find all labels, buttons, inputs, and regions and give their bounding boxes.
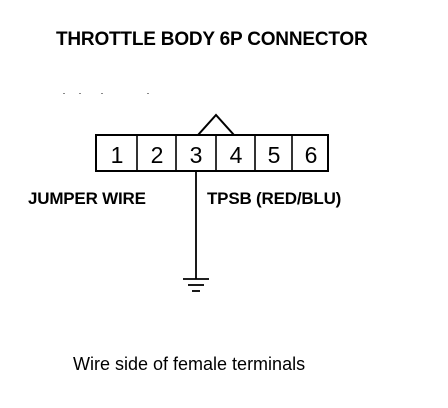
pin-4-number: 4 <box>230 142 243 168</box>
pin-2-number: 2 <box>151 142 164 168</box>
diagram-caption: Wire side of female terminals <box>73 354 306 374</box>
scan-specks <box>63 93 149 94</box>
pin-3-number: 3 <box>190 142 203 168</box>
connector-lock-tab <box>197 113 235 136</box>
jumper-wire-label: JUMPER WIRE <box>28 189 146 208</box>
ground-icon <box>183 278 209 292</box>
tpsb-wire-label: TPSB (RED/BLU) <box>207 189 342 208</box>
pin-dividers <box>136 135 293 171</box>
pin-5-number: 5 <box>268 142 281 168</box>
pin-6-number: 6 <box>305 142 318 168</box>
pin-1-number: 1 <box>111 142 124 168</box>
connector-housing <box>95 134 329 172</box>
diagram-title: THROTTLE BODY 6P CONNECTOR <box>56 29 368 50</box>
